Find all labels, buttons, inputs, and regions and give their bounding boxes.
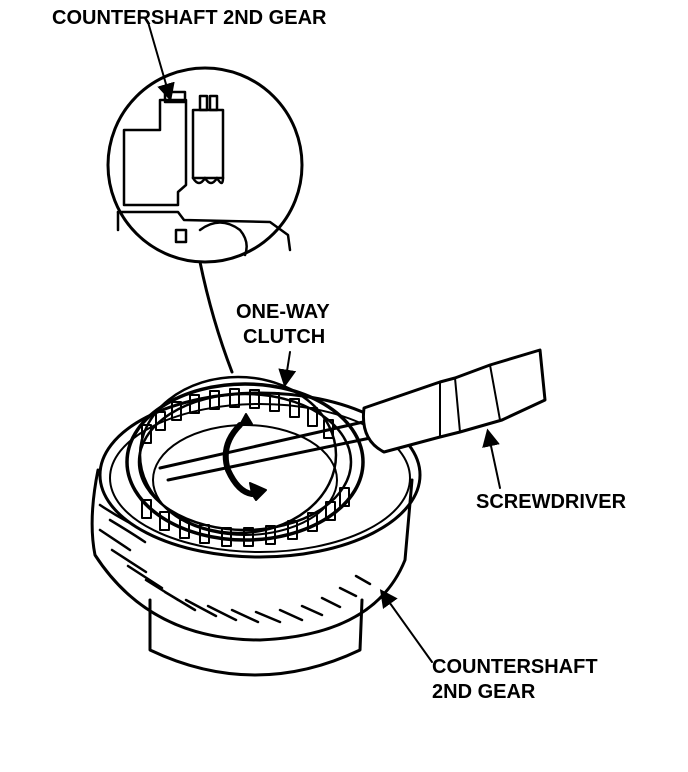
screwdriver-leader: [482, 428, 501, 489]
inset-pin-right: [208, 94, 219, 112]
gear-teeth: [98, 503, 372, 624]
inset-circle: [106, 66, 304, 264]
label-2nd-gear: 2ND GEAR: [432, 681, 536, 703]
detail-inset: [106, 66, 304, 374]
rotation-arrowhead-bottom: [249, 482, 267, 501]
label-top-callout: COUNTERSHAFT 2ND GEAR: [52, 7, 327, 29]
label-one-way: ONE-WAY: [236, 301, 330, 323]
screwdriver: [158, 348, 547, 482]
rotation-arrowhead-top: [239, 413, 253, 426]
inset-pin-left: [198, 94, 209, 112]
inset-gear-top: [116, 210, 292, 252]
clutch-rollers: [141, 388, 350, 547]
gear-leader: [379, 589, 433, 663]
inset-parts: [116, 90, 292, 257]
inset-shaft-body: [122, 98, 188, 207]
clutch-leader: [278, 351, 297, 388]
inset-leader-line: [198, 260, 234, 374]
handle-ferrule-3: [489, 364, 501, 421]
inset-gear-hub: [198, 221, 248, 257]
handle-ferrule-2: [454, 377, 461, 433]
inset-key: [174, 228, 188, 244]
rotation-arrow: [222, 422, 255, 497]
inset-clutch-element: [191, 108, 225, 180]
clutch-cage-top: [138, 375, 338, 535]
label-screwdriver: SCREWDRIVER: [476, 491, 627, 513]
gear-body: [90, 468, 414, 642]
top-callout-leader: [147, 21, 175, 102]
label-clutch: CLUTCH: [243, 326, 325, 348]
gear-bore: [152, 424, 338, 536]
clutch-outer-ring: [125, 382, 365, 542]
gear-hub: [148, 598, 364, 677]
one-way-clutch: [125, 375, 365, 547]
screwdriver-shaft-top: [158, 418, 374, 470]
screwdriver-handle: [361, 348, 547, 454]
label-countershaft: COUNTERSHAFT: [432, 656, 598, 678]
screwdriver-shaft-bottom: [166, 434, 382, 482]
inset-springs: [191, 176, 225, 185]
